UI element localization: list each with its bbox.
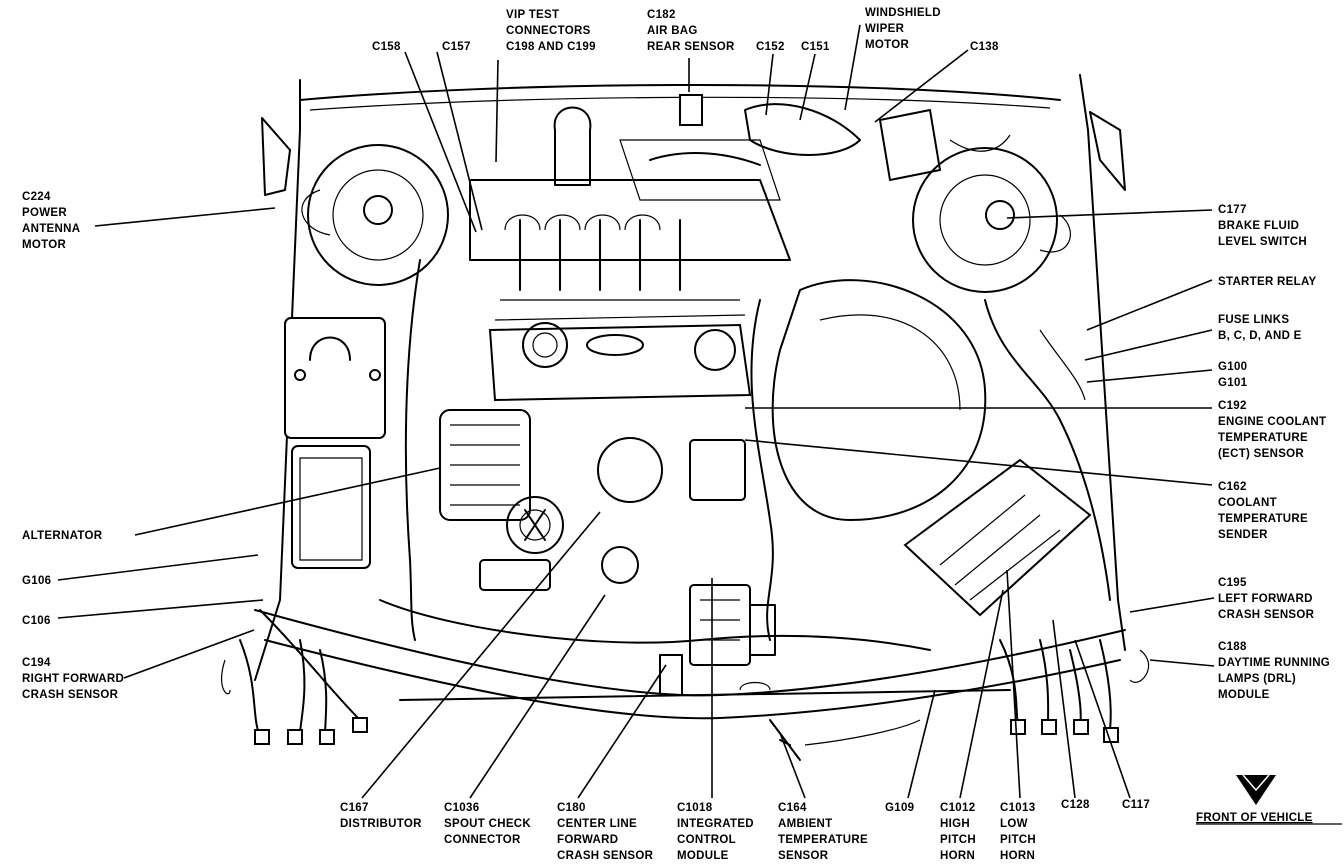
c192-label-1: C192 xyxy=(1218,400,1247,412)
c180-label-2: CENTER LINE xyxy=(557,818,637,830)
c192-label-4: (ECT) SENSOR xyxy=(1218,448,1304,460)
vip-test-label-2: CONNECTORS xyxy=(506,25,591,37)
c117-label: C117 xyxy=(1122,799,1150,811)
c188-label-3: LAMPS (DRL) xyxy=(1218,673,1296,685)
c177-label-2: BRAKE FLUID xyxy=(1218,220,1299,232)
c162-label-1: C162 xyxy=(1218,481,1247,493)
c164-label-3: TEMPERATURE xyxy=(778,834,868,846)
c128-label: C128 xyxy=(1061,799,1090,811)
c195-label-3: CRASH SENSOR xyxy=(1218,609,1315,621)
c167-label-2: DISTRIBUTOR xyxy=(340,818,422,830)
c188-label-1: C188 xyxy=(1218,641,1247,653)
g106-label: G106 xyxy=(22,575,51,587)
down-arrow-icon xyxy=(1236,774,1276,805)
c1012-label-4: HORN xyxy=(940,850,975,862)
c224-label-2: POWER xyxy=(22,207,67,219)
c1036-label-3: CONNECTOR xyxy=(444,834,521,846)
c194-label-3: CRASH SENSOR xyxy=(22,689,119,701)
c106-label: C106 xyxy=(22,615,51,627)
c162-label-3: TEMPERATURE xyxy=(1218,513,1308,525)
c1018-label-1: C1018 xyxy=(677,802,713,814)
c1036-label-1: C1036 xyxy=(444,802,479,814)
c158-label: C158 xyxy=(372,41,401,53)
c1018-label-4: MODULE xyxy=(677,850,729,862)
c164-label-1: C164 xyxy=(778,802,807,814)
c162-label-2: COOLANT xyxy=(1218,497,1277,509)
c224-label-1: C224 xyxy=(22,191,51,203)
wiper-motor-label-1: WINDSHIELD xyxy=(865,7,941,19)
c1036-label-2: SPOUT CHECK xyxy=(444,818,531,830)
leader-lines xyxy=(57,24,1215,799)
c1018-label-3: CONTROL xyxy=(677,834,736,846)
wiper-motor-label-3: MOTOR xyxy=(865,39,909,51)
wiper-motor-label-2: WIPER xyxy=(865,23,905,35)
c180-label-1: C180 xyxy=(557,802,586,814)
c177-label-3: LEVEL SWITCH xyxy=(1218,236,1307,248)
c188-label-4: MODULE xyxy=(1218,689,1270,701)
g109-label: G109 xyxy=(885,802,914,814)
c138-label: C138 xyxy=(970,41,999,53)
engine-bay-artwork xyxy=(220,74,1150,761)
c1018-label-2: INTEGRATED xyxy=(677,818,754,830)
vip-test-label-1: VIP TEST xyxy=(506,9,559,21)
g101-label: G101 xyxy=(1218,377,1248,389)
c194-label-1: C194 xyxy=(22,657,51,669)
c157-label: C157 xyxy=(442,41,471,53)
c164-label-4: SENSOR xyxy=(778,850,829,862)
c224-label-3: ANTENNA xyxy=(22,223,80,235)
fuse-links-label-2: B, C, D, AND E xyxy=(1218,330,1302,342)
c194-label-2: RIGHT FORWARD xyxy=(22,673,124,685)
c1012-label-2: HIGH xyxy=(940,818,970,830)
g100-label: G100 xyxy=(1218,361,1247,373)
c1013-label-4: HORN xyxy=(1000,850,1035,862)
c1012-label-3: PITCH xyxy=(940,834,976,846)
c177-label-1: C177 xyxy=(1218,204,1247,216)
callout-labels: VIP TEST CONNECTORS C198 AND C199 C182 A… xyxy=(22,7,1342,862)
vip-test-label-3: C198 AND C199 xyxy=(506,41,596,53)
c151-label: C151 xyxy=(801,41,830,53)
c1012-label-1: C1012 xyxy=(940,802,975,814)
c180-label-4: CRASH SENSOR xyxy=(557,850,654,862)
c1013-label-2: LOW xyxy=(1000,818,1028,830)
c1013-label-1: C1013 xyxy=(1000,802,1035,814)
c167-label-1: C167 xyxy=(340,802,369,814)
c182-airbag-label-1: C182 xyxy=(647,9,676,21)
front-of-vehicle-label: FRONT OF VEHICLE xyxy=(1196,812,1313,824)
c188-label-2: DAYTIME RUNNING xyxy=(1218,657,1330,669)
c192-label-2: ENGINE COOLANT xyxy=(1218,416,1326,428)
c195-label-2: LEFT FORWARD xyxy=(1218,593,1313,605)
starter-relay-label: STARTER RELAY xyxy=(1218,276,1316,288)
c152-label: C152 xyxy=(756,41,785,53)
c192-label-3: TEMPERATURE xyxy=(1218,432,1308,444)
c180-label-3: FORWARD xyxy=(557,834,618,846)
c162-label-4: SENDER xyxy=(1218,529,1268,541)
alternator-label: ALTERNATOR xyxy=(22,530,103,542)
c1013-label-3: PITCH xyxy=(1000,834,1036,846)
c182-airbag-label-3: REAR SENSOR xyxy=(647,41,735,53)
c164-label-2: AMBIENT xyxy=(778,818,833,830)
c224-label-4: MOTOR xyxy=(22,239,66,251)
c182-airbag-label-2: AIR BAG xyxy=(647,25,698,37)
c195-label-1: C195 xyxy=(1218,577,1247,589)
fuse-links-label-1: FUSE LINKS xyxy=(1218,314,1289,326)
